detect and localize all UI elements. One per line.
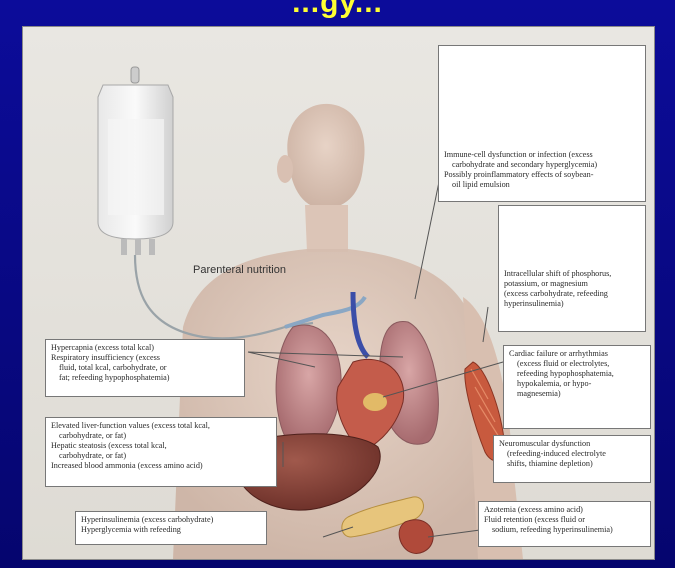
immune-line-4: oil lipid emulsion <box>444 180 640 190</box>
heart-fat <box>363 393 387 411</box>
pancreas-line-1: Hyperinsulinemia (excess carbohydrate) <box>81 515 261 525</box>
neuromuscular-box: Neuromuscular dysfunction (refeeding-ind… <box>493 435 651 483</box>
neuro-line-2: (refeeding-induced electrolyte <box>499 449 645 459</box>
intracellular-line-3: (excess carbohydrate, refeeding <box>504 289 640 299</box>
liver-line-1: Elevated liver-function values (excess t… <box>51 421 271 431</box>
slide-title-partial: ...gy... <box>0 0 675 20</box>
immune-line-2: carbohydrate and secondary hyperglycemia… <box>444 160 640 170</box>
cardiac-line-5: magnesemia) <box>509 389 645 399</box>
immune-line-1: Immune-cell dysfunction or infection (ex… <box>444 150 640 160</box>
liver-box: Elevated liver-function values (excess t… <box>45 417 277 487</box>
respiratory-line-1: Hypercapnia (excess total kcal) <box>51 343 239 353</box>
kidney-line-3: sodium, refeeding hyperinsulinemia) <box>484 525 645 535</box>
liver-line-4: carbohydrate, or fat) <box>51 451 271 461</box>
cardiac-box: Cardiac failure or arrhythmias (excess f… <box>503 345 651 429</box>
neck <box>305 205 348 252</box>
immune-dysfunction-box: Immune-cell dysfunction or infection (ex… <box>438 45 646 202</box>
intracellular-shift-box: Intracellular shift of phosphorus, potas… <box>498 205 646 332</box>
respiratory-line-2: Respiratory insufficiency (excess <box>51 353 239 363</box>
respiratory-box: Hypercapnia (excess total kcal) Respirat… <box>45 339 245 397</box>
liver-line-5: Increased blood ammonia (excess amino ac… <box>51 461 271 471</box>
illustration-panel: Parenteral nutrition Immune-cell dysfunc… <box>22 26 655 560</box>
neuro-line-1: Neuromuscular dysfunction <box>499 439 645 449</box>
neuro-line-3: shifts, thiamine depletion) <box>499 459 645 469</box>
liver-line-2: carbohydrate, or fat) <box>51 431 271 441</box>
parenteral-nutrition-label: Parenteral nutrition <box>193 264 286 276</box>
ear <box>277 155 293 183</box>
kidney-box: Azotemia (excess amino acid) Fluid reten… <box>478 501 651 547</box>
intracellular-line-1: Intracellular shift of phosphorus, <box>504 269 640 279</box>
pancreas-box: Hyperinsulinemia (excess carbohydrate) H… <box>75 511 267 545</box>
respiratory-line-4: fat; refeeding hypophosphatemia) <box>51 373 239 383</box>
cardiac-line-2: (excess fluid or electrolytes, <box>509 359 645 369</box>
intracellular-line-4: hyperinsulinemia) <box>504 299 640 309</box>
kidney-line-2: Fluid retention (excess fluid or <box>484 515 645 525</box>
cardiac-line-1: Cardiac failure or arrhythmias <box>509 349 645 359</box>
pancreas-line-2: Hyperglycemia with refeeding <box>81 525 261 535</box>
intracellular-line-2: potassium, or magnesium <box>504 279 640 289</box>
respiratory-line-3: fluid, total kcal, carbohydrate, or <box>51 363 239 373</box>
immune-line-3: Possibly proinflammatory effects of soyb… <box>444 170 640 180</box>
cardiac-line-4: hypokalemia, or hypo- <box>509 379 645 389</box>
head <box>287 104 364 209</box>
cardiac-line-3: refeeding hypophosphatemia, <box>509 369 645 379</box>
kidney-line-1: Azotemia (excess amino acid) <box>484 505 645 515</box>
liver-line-3: Hepatic steatosis (excess total kcal, <box>51 441 271 451</box>
